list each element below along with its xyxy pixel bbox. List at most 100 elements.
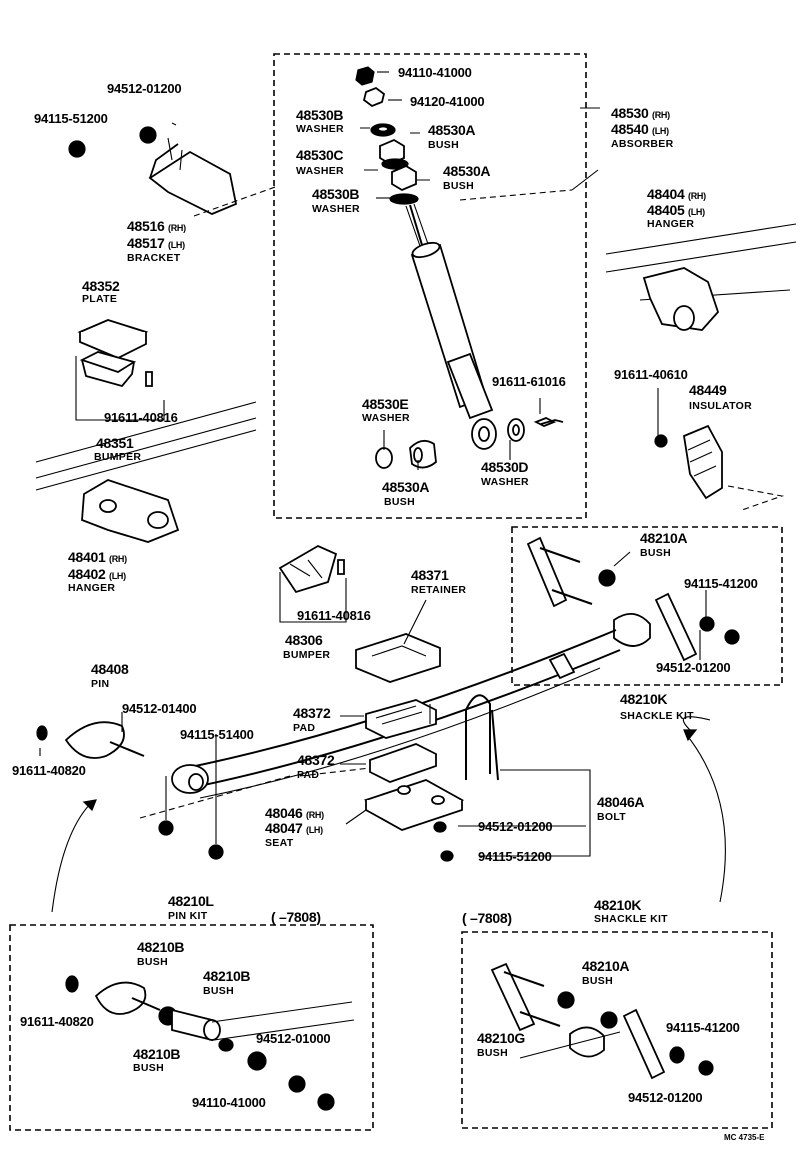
nut-label: 94110-41000 [398,65,472,80]
shackle-bush-num: 48210A [640,530,688,546]
rear-hanger-lh-num: 48405 (LH) [647,202,705,218]
washer-b-lower-name: WASHER [312,203,360,215]
u-bolt-name: BOLT [597,811,626,823]
inset-nut-b-label: 94512-01200 [628,1090,703,1105]
bracket-rh-num: 48516 (RH) [127,218,186,234]
absorber-rh-num: 48530 (RH) [611,105,670,121]
pin-kit-nut-b-label: 94110-41000 [192,1095,266,1110]
callout-leaders [39,71,711,825]
arrow-head-shackle [683,729,698,742]
shock-absorber-drawing [355,66,564,469]
rear-hanger-bolt-label: 91611-40610 [614,367,688,382]
mid-bumper-num: 48306 [285,632,323,648]
pad-lower-num: 48372 [297,752,335,768]
pin-kit-name: PIN KIT [168,910,208,922]
insulator-num: 48449 [689,382,727,398]
inset-bush-g-num: 48210G [477,1030,526,1046]
plate-name: PLATE [82,293,118,305]
pad-upper-name: PAD [293,722,316,734]
pin-kit-inset-drawing [65,975,355,1111]
retainer-drawing [355,599,441,683]
front-bumper-name: BUMPER [94,451,142,463]
pin-kit-inset-box [9,924,374,1131]
shackle-kit-inset-box [461,931,773,1129]
bush-a-lower-name: BUSH [384,496,415,508]
washer-b-upper-name: WASHER [296,123,344,135]
washer-d-name: WASHER [481,476,529,488]
pin-nut-a-label: 94512-01400 [122,701,197,716]
retainer-name: RETAINER [411,584,467,596]
arrow-to-shackle-kit [685,733,726,903]
inset-bush-a-num: 48210A [582,958,630,974]
shackle-kit-name: SHACKLE KIT [620,710,694,722]
bolt-lower-label: 91611-61016 [492,374,566,389]
diagram-code: MC 4735-E [724,1133,765,1142]
pads-seat-drawing [363,694,591,862]
pin-kit-bush-2-num: 48210B [203,968,251,984]
washer-top-label: 94120-41000 [410,94,485,109]
arrow-head-pin [82,799,97,812]
pin-kit-bush-3-name: BUSH [133,1062,164,1074]
shackle-kit-num: 48210K [620,691,668,707]
arrow-to-pin-kit [51,801,93,913]
pin-kit-nut-a-label: 94512-01000 [256,1031,331,1046]
bracket-nut-b-label: 94512-01200 [107,81,182,96]
washer-b-upper-num: 48530B [296,107,344,123]
mid-bumper-bolt-label: 91611-40816 [297,608,371,623]
insulator-name: INSULATOR [689,400,752,412]
mid-bumper-drawing [278,544,347,623]
front-bumper-bolt-label: 91611-40816 [104,410,178,425]
rear-hanger-drawing [605,223,797,511]
washer-e-num: 48530E [362,396,409,412]
plate-num: 48352 [82,278,120,294]
shackle-nut-b-label: 94512-01200 [656,660,731,675]
washer-b-lower-num: 48530B [312,186,360,202]
u-bolt-nut-b-label: 94115-51200 [478,849,552,864]
inset-nut-a-label: 94115-41200 [666,1020,740,1035]
pin-nut-b-label: 94115-51400 [180,727,254,742]
absorber-group-box [273,53,587,519]
shackle-kit-group-box [511,526,783,686]
seat-rh-num: 48046 (RH) [265,805,324,821]
bush-a-upper-name: BUSH [428,139,459,151]
rear-hanger-name: HANGER [647,218,695,230]
washer-e-name: WASHER [362,412,410,424]
pin-kit-bush-2-name: BUSH [203,985,234,997]
seat-name: SEAT [265,837,294,849]
bracket-nut-a-label: 94115-51200 [34,111,108,126]
bracket-lh-num: 48517 (LH) [127,235,185,251]
bush-a-lower-num: 48530A [382,479,430,495]
pin-num: 48408 [91,661,129,677]
absorber-name: ABSORBER [611,138,674,150]
shackle-kit-inset-drawing [490,962,714,1080]
pin-kit-bush-1-num: 48210B [137,939,185,955]
bracket-name: BRACKET [127,252,181,264]
bracket-drawing [68,122,599,217]
pin-group-drawing [36,721,224,860]
pin-kit-bolt-label: 91611-40820 [20,1014,94,1029]
front-hanger-lh-num: 48402 (LH) [68,566,126,582]
absorber-lh-num: 48540 (LH) [611,121,669,137]
u-bolt-nut-a-label: 94512-01200 [478,819,553,834]
bush-a-mid-num: 48530A [443,163,491,179]
shackle-nut-a-label: 94115-41200 [684,576,758,591]
pad-lower-name: PAD [297,769,320,781]
washer-c-num: 48530C [296,147,344,163]
bush-a-upper-num: 48530A [428,122,476,138]
inset-shackle-kit-name: SHACKLE KIT [594,913,668,925]
pin-kit-bush-3-num: 48210B [133,1046,181,1062]
inset-bush-a-name: BUSH [582,975,613,987]
inset-bush-g-name: BUSH [477,1047,508,1059]
u-bolt-num: 48046A [597,794,645,810]
inset-shackle-kit-num: 48210K [594,897,642,913]
pin-name: PIN [91,678,110,690]
washer-c-name: WASHER [296,165,344,177]
pin-kit-range: ( –7808) [271,909,321,925]
washer-d-num: 48530D [481,459,529,475]
retainer-num: 48371 [411,567,449,583]
front-bumper-drawing [35,319,257,543]
mid-bumper-name: BUMPER [283,649,331,661]
pad-upper-num: 48372 [293,705,331,721]
front-bumper-num: 48351 [96,435,134,451]
